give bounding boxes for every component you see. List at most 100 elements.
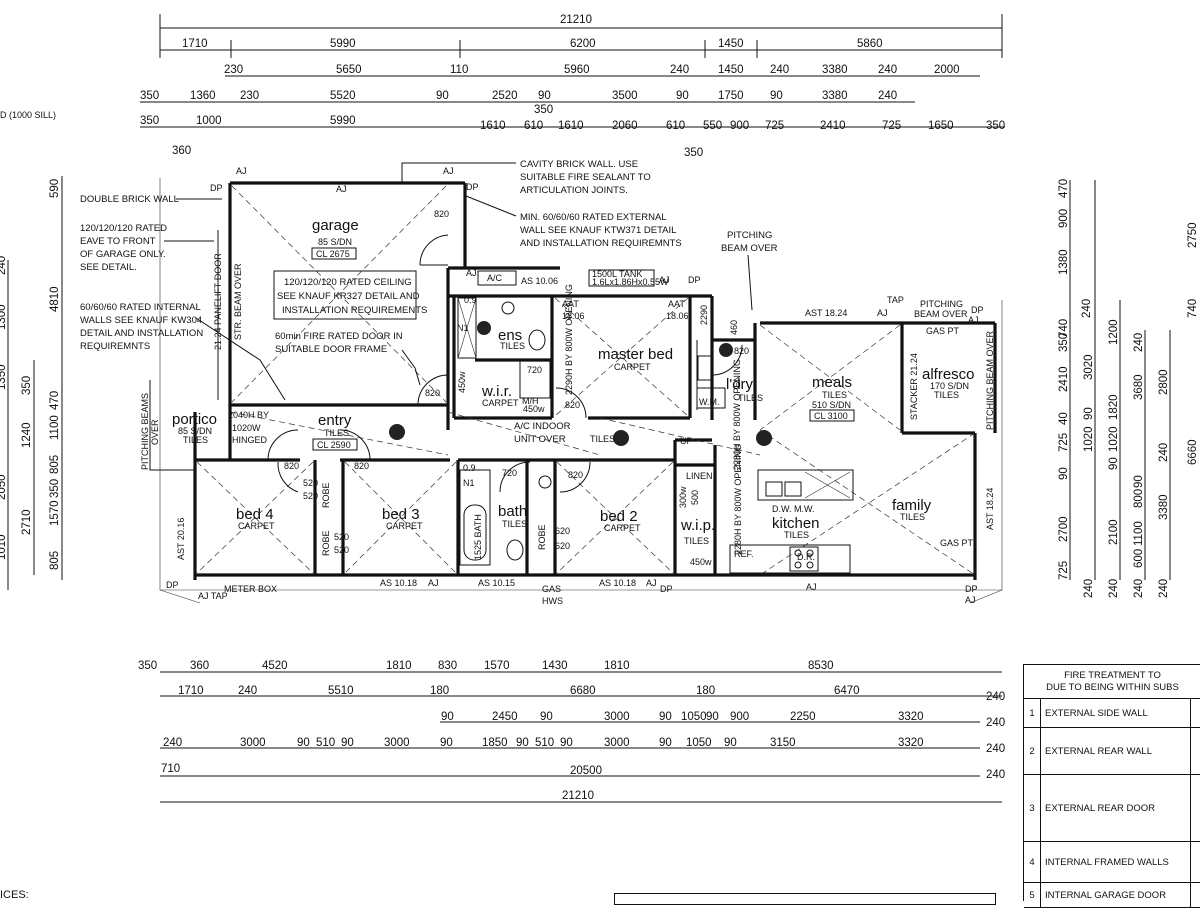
kitchen-finish: TILES [784, 530, 809, 540]
dim-right-a-3: 240 [1081, 299, 1093, 318]
note-cavity-2: ARTICULATION JOINTS. [520, 185, 628, 196]
alfresco-finish: TILES [934, 390, 959, 400]
note-external-2: AND INSTALLATION REQUIREMNTS [520, 238, 682, 249]
dim-bot-r3-2: 90 [540, 711, 553, 723]
note-ceiling-1: SEE KNAUF KR327 DETAIL AND [277, 291, 420, 302]
dim-bot-r1-5: 1570 [484, 660, 510, 672]
bath-finish: TILES [502, 519, 527, 529]
master-bed-finish: CARPET [614, 362, 651, 372]
dim-top-r3-6: 90 [538, 90, 551, 102]
dim-right-c-4: 1100 [1133, 521, 1145, 546]
dim-top-r2-7: 3380 [822, 64, 848, 76]
dim-bot-r3-3: 3000 [604, 711, 630, 723]
dim-top-r3-13: 240 [878, 90, 897, 102]
dim-top-r3-12: 3380 [822, 90, 848, 102]
door-820-label: 820 [354, 461, 369, 471]
dim-top-r3-10: 1750 [718, 90, 744, 102]
sill-note: D (1000 SILL) [0, 110, 56, 120]
dim-bot-r5-0: 710 [161, 763, 180, 775]
dim-0-9: 0.9 [464, 295, 477, 305]
dim-top-r1-3: 1450 [718, 38, 744, 50]
fire-table-title-line: FIRE TREATMENT TO [1064, 670, 1161, 681]
dim-right-a-2: 1380 [1058, 249, 1070, 275]
plan-notes: 120/120/120 RATED CEILING SEE KNAUF KR32… [140, 159, 778, 470]
dim-top-r3-8: 3500 [612, 90, 638, 102]
note-eave-1: EAVE TO FRONT [80, 236, 156, 247]
dim-top-r1-4: 5860 [857, 38, 883, 50]
washing-machine-label: W.M. [699, 397, 720, 407]
dim-450w: 450w [523, 404, 545, 414]
dim-bot-r1-0: 350 [138, 660, 157, 672]
dim-right-d-3b: 240 [1158, 579, 1170, 598]
light-fitting-icon [477, 321, 491, 335]
note-ceiling-2: INSTALLATION REQUIREMENTS [282, 305, 427, 316]
dim-620: 620 [555, 541, 570, 551]
dim-right-a-4: 740 [1058, 319, 1070, 338]
dim-left-2: 350 [21, 376, 33, 395]
dim-right-b-8: 240 [1083, 579, 1095, 598]
door-2040-label: 2040H BY [228, 410, 269, 420]
window-ast1824-label: AST 18.24 [805, 308, 847, 318]
aj-label: AJ [646, 578, 657, 588]
fire-table-title-line: DUE TO BEING WITHIN SUBS [1046, 682, 1179, 693]
dim-right-a-11: 725 [1058, 561, 1070, 580]
light-fitting-icon [613, 430, 629, 446]
dim-bot-r1-1: 360 [190, 660, 209, 672]
dim-top-small-1: 350 [684, 147, 703, 159]
dim-bot-r4-13: 1050 [686, 737, 712, 749]
dim-right-b-3: 90 [1083, 407, 1095, 420]
dim-right-d-2: 3380 [1158, 494, 1170, 520]
dp-label: DP [688, 275, 701, 285]
note-ceiling-0: 120/120/120 RATED CEILING [284, 277, 412, 288]
window-ast1824-label: AST 18.24 [985, 488, 995, 530]
dim-bot-r4-2: 90 [297, 737, 310, 749]
dp-label: DP [466, 182, 479, 192]
dim-bot-r3-5: 1050 [681, 711, 707, 723]
table-row: 4 INTERNAL FRAMED WALLS [1024, 842, 1200, 883]
fire-treatment-table: FIRE TREATMENT TO DUE TO BEING WITHIN SU… [1023, 664, 1200, 908]
row-number: 1 [1024, 699, 1041, 727]
dim-bot-r4-11: 3000 [604, 737, 630, 749]
dim-bot-r3-4: 90 [659, 711, 672, 723]
dim-bot-overall: 21210 [562, 790, 594, 802]
dim-bot-r4-12: 90 [659, 737, 672, 749]
dim-top-r3-2: 230 [240, 90, 259, 102]
dim-top-r2-9: 2000 [934, 64, 960, 76]
dim-right-c-0: 3680 [1133, 374, 1145, 400]
dp-label: DP [210, 183, 223, 193]
dim-right-c-1: 240 [1133, 333, 1145, 352]
dp-label: DP [660, 584, 673, 594]
dim-top-r3-11: 90 [770, 90, 783, 102]
dp-label: DP [971, 305, 984, 315]
room-garage: garage [312, 217, 359, 234]
dim-right-a-9: 90 [1058, 467, 1070, 480]
dim-left-cut-3: 2050 [0, 474, 8, 500]
dim-bot-r3-9: 3320 [898, 711, 924, 723]
window-as1018-label: AS 10.18 [599, 578, 636, 588]
wip-finish: TILES [684, 536, 709, 546]
dim-bot-r3-0: 90 [441, 711, 454, 723]
dim-top-r1-1: 5990 [330, 38, 356, 50]
robe-label: ROBE [321, 530, 331, 556]
dim-left-7: 350 [49, 479, 61, 498]
room-portico: portico [172, 411, 217, 428]
bottom-notes-box [614, 893, 996, 905]
room-family: family [892, 497, 932, 514]
dim-right-e-1: 2750 [1187, 222, 1199, 248]
dim-top-r4-7: 610 [666, 120, 685, 132]
dim-bot-r3-8: 2250 [790, 711, 816, 723]
dim-left-cut-4: 1010 [0, 534, 8, 560]
dim-bot-r4-10: 90 [560, 737, 573, 749]
alfresco-sub: 170 S/DN [930, 381, 969, 391]
dim-460: 460 [729, 320, 739, 335]
aj-label: AJ [443, 166, 454, 176]
row-number: 3 [1024, 775, 1041, 841]
dim-right-edge-3: 240 [986, 769, 1005, 781]
n1-label: N1 [457, 323, 469, 333]
dim-right-e-2: 6660 [1187, 439, 1199, 465]
dim-right-c-5: 600 [1133, 549, 1145, 568]
room-ldry: l'dry [726, 376, 754, 393]
dim-bot-r2-2: 5510 [328, 685, 354, 697]
dim-left-4: 1240 [21, 422, 33, 448]
